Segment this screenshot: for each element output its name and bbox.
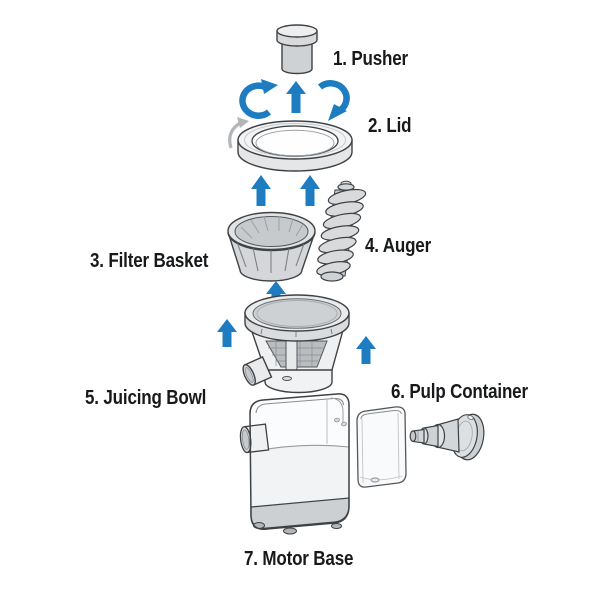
assembly-up-arrow-icon bbox=[356, 336, 376, 364]
motor-base-part bbox=[239, 393, 350, 535]
assembly-up-arrow-icon bbox=[300, 175, 320, 206]
lid-rotate-hint-arrow-icon bbox=[228, 117, 249, 149]
filter-basket-part bbox=[227, 211, 316, 282]
label-pusher: 1. Pusher bbox=[333, 48, 409, 70]
label-motor-base: 7. Motor Base bbox=[244, 548, 354, 570]
assembly-up-arrow-icon bbox=[266, 281, 286, 310]
rotate-right-arrow-icon bbox=[317, 80, 350, 121]
auger-part bbox=[316, 180, 367, 282]
label-filter-basket: 3. Filter Basket bbox=[90, 250, 209, 272]
assembly-up-arrow-icon bbox=[217, 319, 237, 347]
base-spout bbox=[239, 423, 270, 454]
label-lid: 2. Lid bbox=[368, 115, 412, 137]
lid-part bbox=[237, 120, 353, 172]
label-auger: 4. Auger bbox=[365, 235, 432, 257]
assembly-up-arrow-icon bbox=[251, 175, 271, 206]
rotate-left-arrow-icon bbox=[239, 79, 278, 119]
pulp-outlet-coupling bbox=[409, 413, 485, 461]
label-pulp-container: 6. Pulp Container bbox=[391, 381, 528, 403]
juicing-bowl-part bbox=[242, 294, 350, 394]
label-juicing-bowl: 5. Juicing Bowl bbox=[85, 387, 207, 409]
pulp-container-part bbox=[356, 406, 407, 488]
juice-spout bbox=[242, 356, 273, 386]
assembly-up-arrow-icon bbox=[286, 81, 306, 113]
pusher-part bbox=[276, 24, 318, 75]
